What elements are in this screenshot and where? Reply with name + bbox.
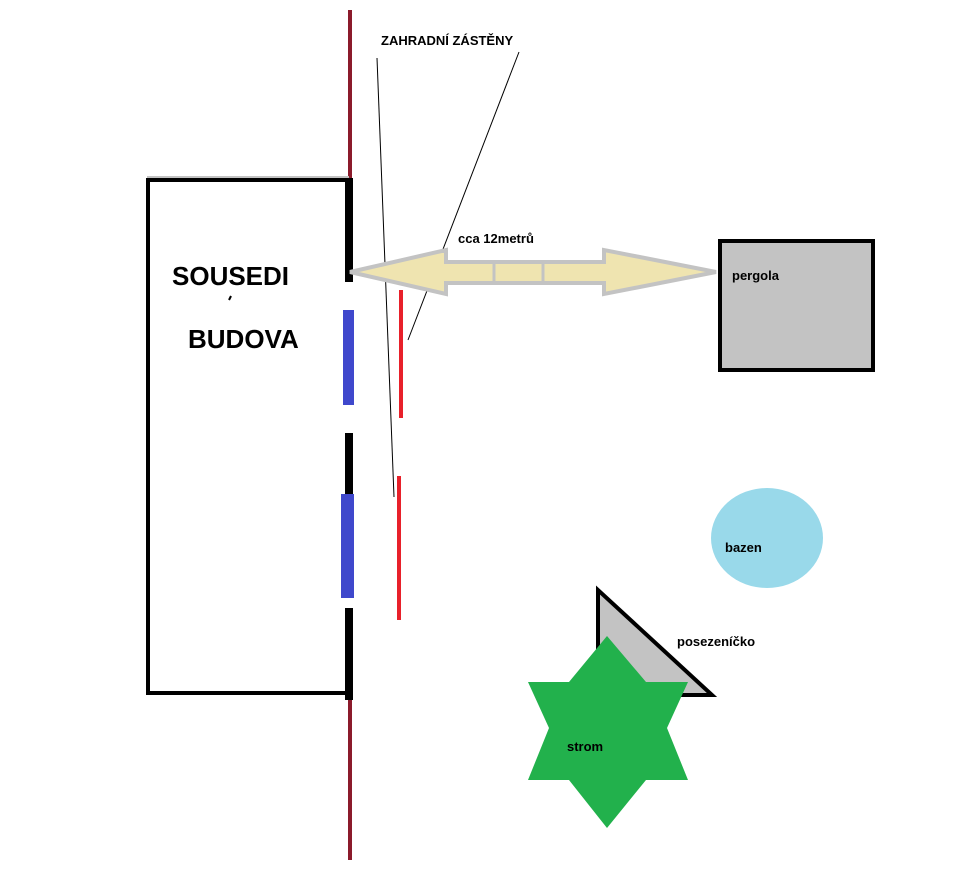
building-label: BUDOVA: [188, 324, 299, 354]
neighbors-label: SOUSEDI: [172, 261, 289, 291]
screens-label: ZAHRADNÍ ZÁSTĚNY: [381, 33, 513, 48]
building-window-lower: [341, 494, 354, 598]
pergola-shape: [718, 239, 875, 372]
building-window-upper: [343, 310, 354, 405]
neighbor-building: [146, 176, 354, 700]
distance-label: cca 12metrů: [458, 231, 534, 246]
distance-arrow: [349, 247, 717, 297]
screens-pointer-line: [407, 51, 520, 341]
pool-shape: [711, 488, 823, 588]
pergola-label: pergola: [732, 268, 780, 283]
stray-mark: [228, 295, 232, 301]
tree-label: strom: [567, 739, 603, 754]
pool-label: bazen: [725, 540, 762, 555]
tree-shape: [528, 636, 688, 828]
seating-label: posezeníčko: [677, 634, 755, 649]
